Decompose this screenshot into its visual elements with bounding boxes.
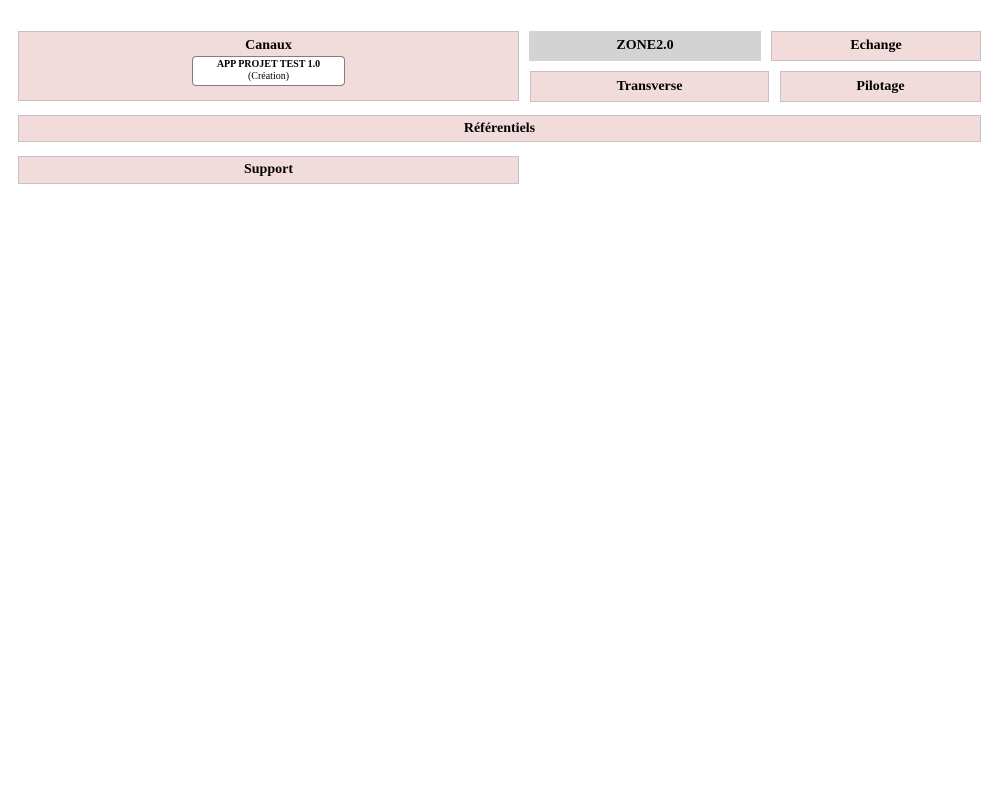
zone-referentiels-label: Référentiels — [463, 120, 536, 136]
zone-zone2-label: ZONE2.0 — [616, 38, 674, 54]
zone-canaux[interactable]: Canaux APP PROJET TEST 1.0 (Création) — [18, 31, 519, 101]
zone-echange-label: Echange — [850, 38, 902, 54]
app-node-subtitle: (Création) — [247, 71, 290, 83]
zone-support-label: Support — [243, 162, 294, 178]
app-node-projet-test[interactable]: APP PROJET TEST 1.0 (Création) — [192, 56, 345, 87]
zone-zone2[interactable]: ZONE2.0 — [529, 31, 761, 61]
zone-pilotage[interactable]: Pilotage — [780, 71, 981, 102]
app-node-title: APP PROJET TEST 1.0 — [216, 59, 321, 71]
zone-transverse[interactable]: Transverse — [530, 71, 769, 102]
zone-canaux-label: Canaux — [245, 38, 292, 53]
zone-support[interactable]: Support — [18, 156, 519, 184]
zone-referentiels[interactable]: Référentiels — [18, 115, 981, 142]
zone-pilotage-label: Pilotage — [856, 78, 905, 94]
zone-echange[interactable]: Echange — [771, 31, 981, 61]
zone-transverse-label: Transverse — [616, 78, 683, 94]
